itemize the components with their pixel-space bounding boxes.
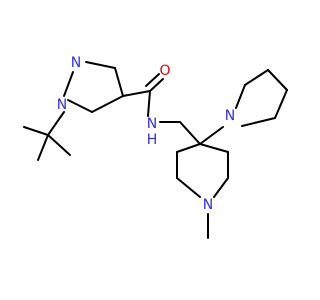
tbu-bond-1 [47,111,65,136]
amide-hydrogen-label: H [147,132,158,148]
piperidine-ring-5 [241,117,276,127]
amide-nitrogen-label: N [147,116,157,132]
pyrazole-c4-c3 [114,67,124,97]
bond-lines [23,61,288,239]
piperidine-ring-4 [274,89,288,119]
c4-to-carbonyl [122,90,151,97]
piperidine-nitrogen-label: N [225,108,235,124]
carbonyl-c-o-a [149,78,164,92]
pyrazole-c3-n2 [85,61,116,69]
piperidine-ring-2 [244,69,269,86]
tbu-bond-4 [47,134,71,156]
piperidine-ring-3 [267,69,288,91]
pyrazole-n1-c5 [67,99,93,113]
lower-ring-3 [176,177,201,198]
carbonyl-to-amide-n [147,90,151,117]
n-methyl-piperidine-nitrogen-label: N [203,197,213,213]
quat-c-to-piperidine-n [199,126,224,145]
ch2-to-quat-c [179,121,201,145]
tbu-bond-2 [23,126,49,136]
carbonyl-c-o-b [145,73,160,87]
lower-ring-4 [213,177,229,198]
tbu-bond-3 [37,134,49,161]
pyrazole-c5-c4 [91,95,124,113]
atom-labels: N N O N H N N [57,55,235,213]
pyrazole-n2-n1 [63,71,74,97]
lower-ring-6 [199,143,229,153]
molecule-structure-diagram: N N O N H N N [23,55,288,239]
piperidine-ring-1 [235,84,246,109]
pyrazole-n2-label: N [71,55,81,71]
carbonyl-oxygen-label: O [159,63,170,79]
lower-ring-1 [176,143,201,153]
pyrazole-n1-label: N [57,97,67,113]
